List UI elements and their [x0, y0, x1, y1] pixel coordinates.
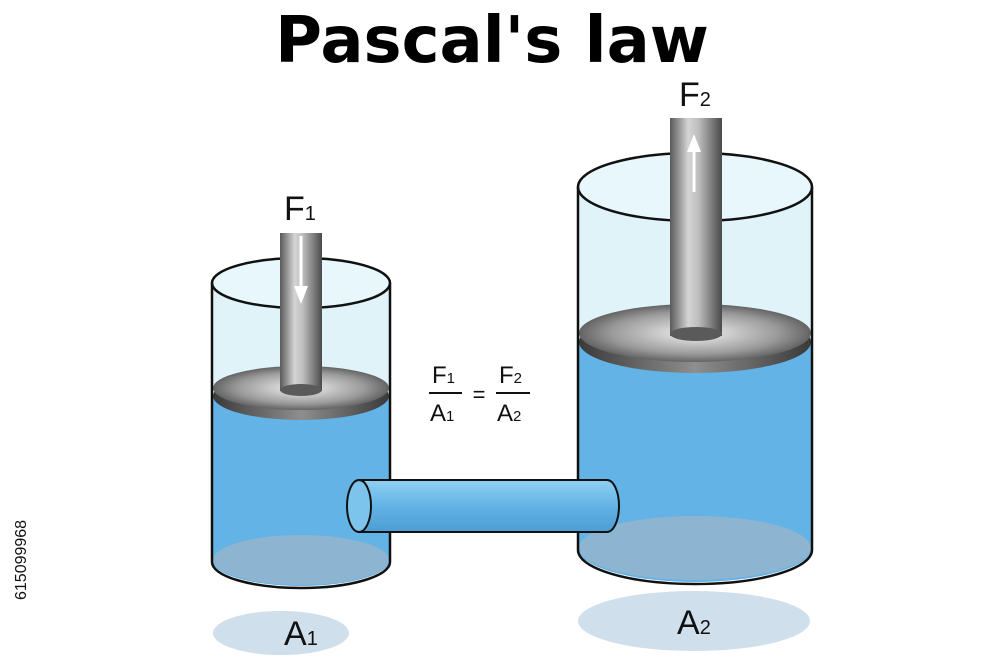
pascal-formula: F1 A1 = F2 A2: [429, 362, 530, 427]
label-f2: F2: [679, 76, 711, 114]
right-area-shadow: [578, 591, 810, 651]
right-cylinder: [576, 118, 814, 586]
formula-den-left: A1: [430, 400, 454, 427]
label-f1: F1: [284, 190, 316, 228]
formula-num-right: F2: [499, 362, 522, 389]
left-bottom-edge: [210, 561, 392, 590]
right-rod-base: [670, 327, 722, 341]
diagram-title: Pascal's law: [275, 4, 709, 78]
right-piston-rod: [670, 118, 722, 336]
connecting-pipe: [346, 479, 620, 533]
right-force-arrow-icon: [687, 134, 701, 192]
formula-num-left: F1: [432, 362, 455, 389]
label-a2: A2: [677, 604, 711, 642]
right-water-bottom: [579, 516, 811, 580]
left-cylinder: [210, 233, 392, 590]
formula-den-right: A2: [497, 400, 521, 427]
stock-id: 615099968: [13, 520, 30, 600]
formula-equals: =: [473, 382, 486, 407]
right-bottom-edge: [576, 549, 814, 586]
left-rod-base: [280, 384, 322, 396]
left-water-bottom: [213, 535, 389, 585]
left-force-arrow-icon: [294, 236, 308, 304]
left-water: [212, 395, 390, 586]
label-a1: A1: [284, 615, 318, 653]
left-area-shadow: [213, 611, 349, 655]
